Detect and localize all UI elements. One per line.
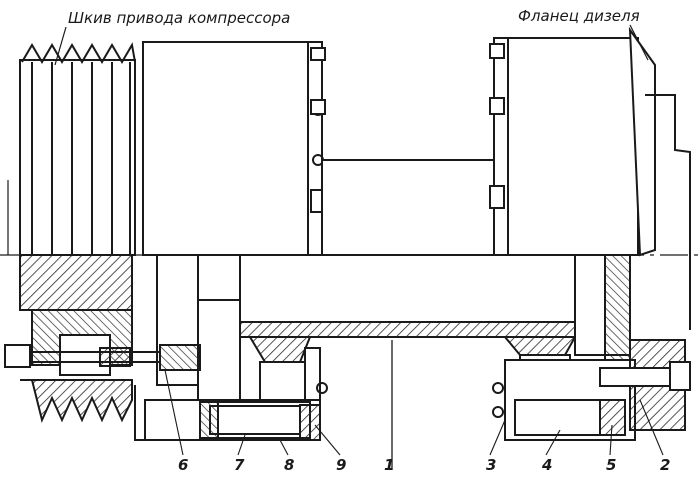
callout-numbers: 6 7 8 9 1 3 4 5 2 [178, 456, 670, 474]
compressor-drive-pulley [7, 42, 136, 256]
flange-label: Фланец дизеля [518, 7, 640, 25]
callout-9: 9 [336, 456, 346, 474]
callout-3: 3 [486, 456, 496, 474]
callout-7: 7 [234, 456, 245, 474]
left-hub-section [19, 254, 133, 424]
right-coupling-half [492, 254, 691, 441]
left-coupling-half [156, 254, 577, 406]
callout-5: 5 [606, 456, 616, 474]
leader-lines [164, 369, 664, 456]
left-bearing-housing [134, 385, 321, 441]
callout-1: 1 [384, 456, 394, 474]
left-bolt [4, 344, 201, 371]
callout-4: 4 [541, 456, 552, 474]
left-disc-block [142, 41, 326, 256]
callout-2: 2 [660, 456, 670, 474]
connecting-shaft [321, 159, 495, 256]
right-disc-block [489, 26, 691, 330]
callout-6: 6 [178, 456, 188, 474]
pulley-label: Шкив привода компрессора [68, 9, 290, 27]
callout-8: 8 [284, 456, 294, 474]
